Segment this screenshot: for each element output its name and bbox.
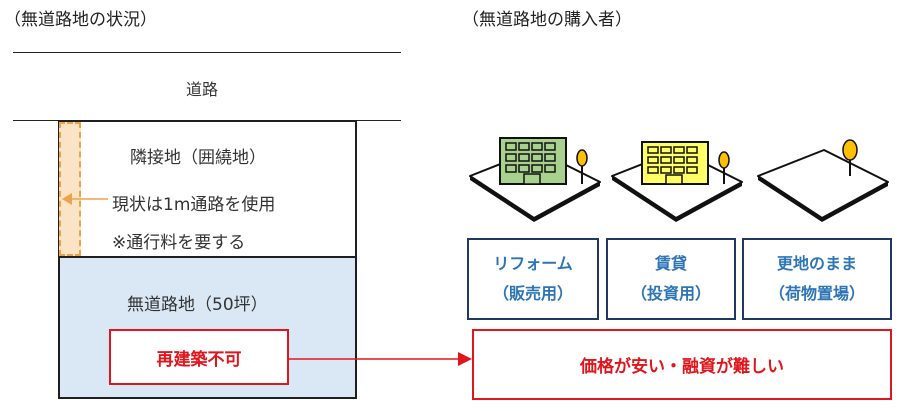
result-label: 価格が安い・融資が難しい: [580, 357, 784, 377]
left-heading: （無道路地の状況）: [4, 10, 157, 30]
road-label: 道路: [186, 80, 219, 99]
adjacent-land-title: 隣接地（囲繞地）: [130, 148, 266, 168]
vacant-lot-icon: [757, 139, 889, 222]
result-arrow-icon: [289, 352, 472, 366]
yellow-building-icon: [611, 141, 743, 222]
passage-strip: [59, 122, 81, 256]
right-heading: （無道路地の購入者）: [462, 10, 632, 30]
buyer-renovation-label: リフォーム: [493, 254, 573, 273]
passage-arrow-icon: [62, 193, 108, 205]
result-box: 価格が安い・融資が難しい: [472, 329, 892, 400]
buyer-vacant-lot-purpose: （荷物置場）: [768, 284, 865, 303]
buyer-rental-purpose: （投資用）: [630, 284, 711, 303]
buyer-box-rental: 賃貸 （投資用）: [606, 238, 736, 320]
road-top-line: [13, 52, 401, 53]
adjacent-land-note-fee: ※通行料を要する: [112, 233, 246, 253]
buyer-box-vacant-lot: 更地のまま （荷物置場）: [742, 238, 892, 320]
no-rebuild-box: 再建築不可: [109, 329, 289, 385]
buyer-vacant-lot-label: 更地のまま: [776, 254, 857, 273]
no-rebuild-label: 再建築不可: [156, 349, 242, 370]
adjacent-land-note-passage: 現状は1m通路を使用: [112, 195, 276, 215]
landlocked-land-title: 無道路地（50坪）: [127, 295, 268, 315]
green-building-icon: [469, 137, 601, 222]
buyer-renovation-purpose: （販売用）: [492, 284, 573, 303]
buyer-rental-label: 賃貸: [654, 254, 687, 273]
buyer-box-renovation: リフォーム （販売用）: [467, 238, 599, 320]
